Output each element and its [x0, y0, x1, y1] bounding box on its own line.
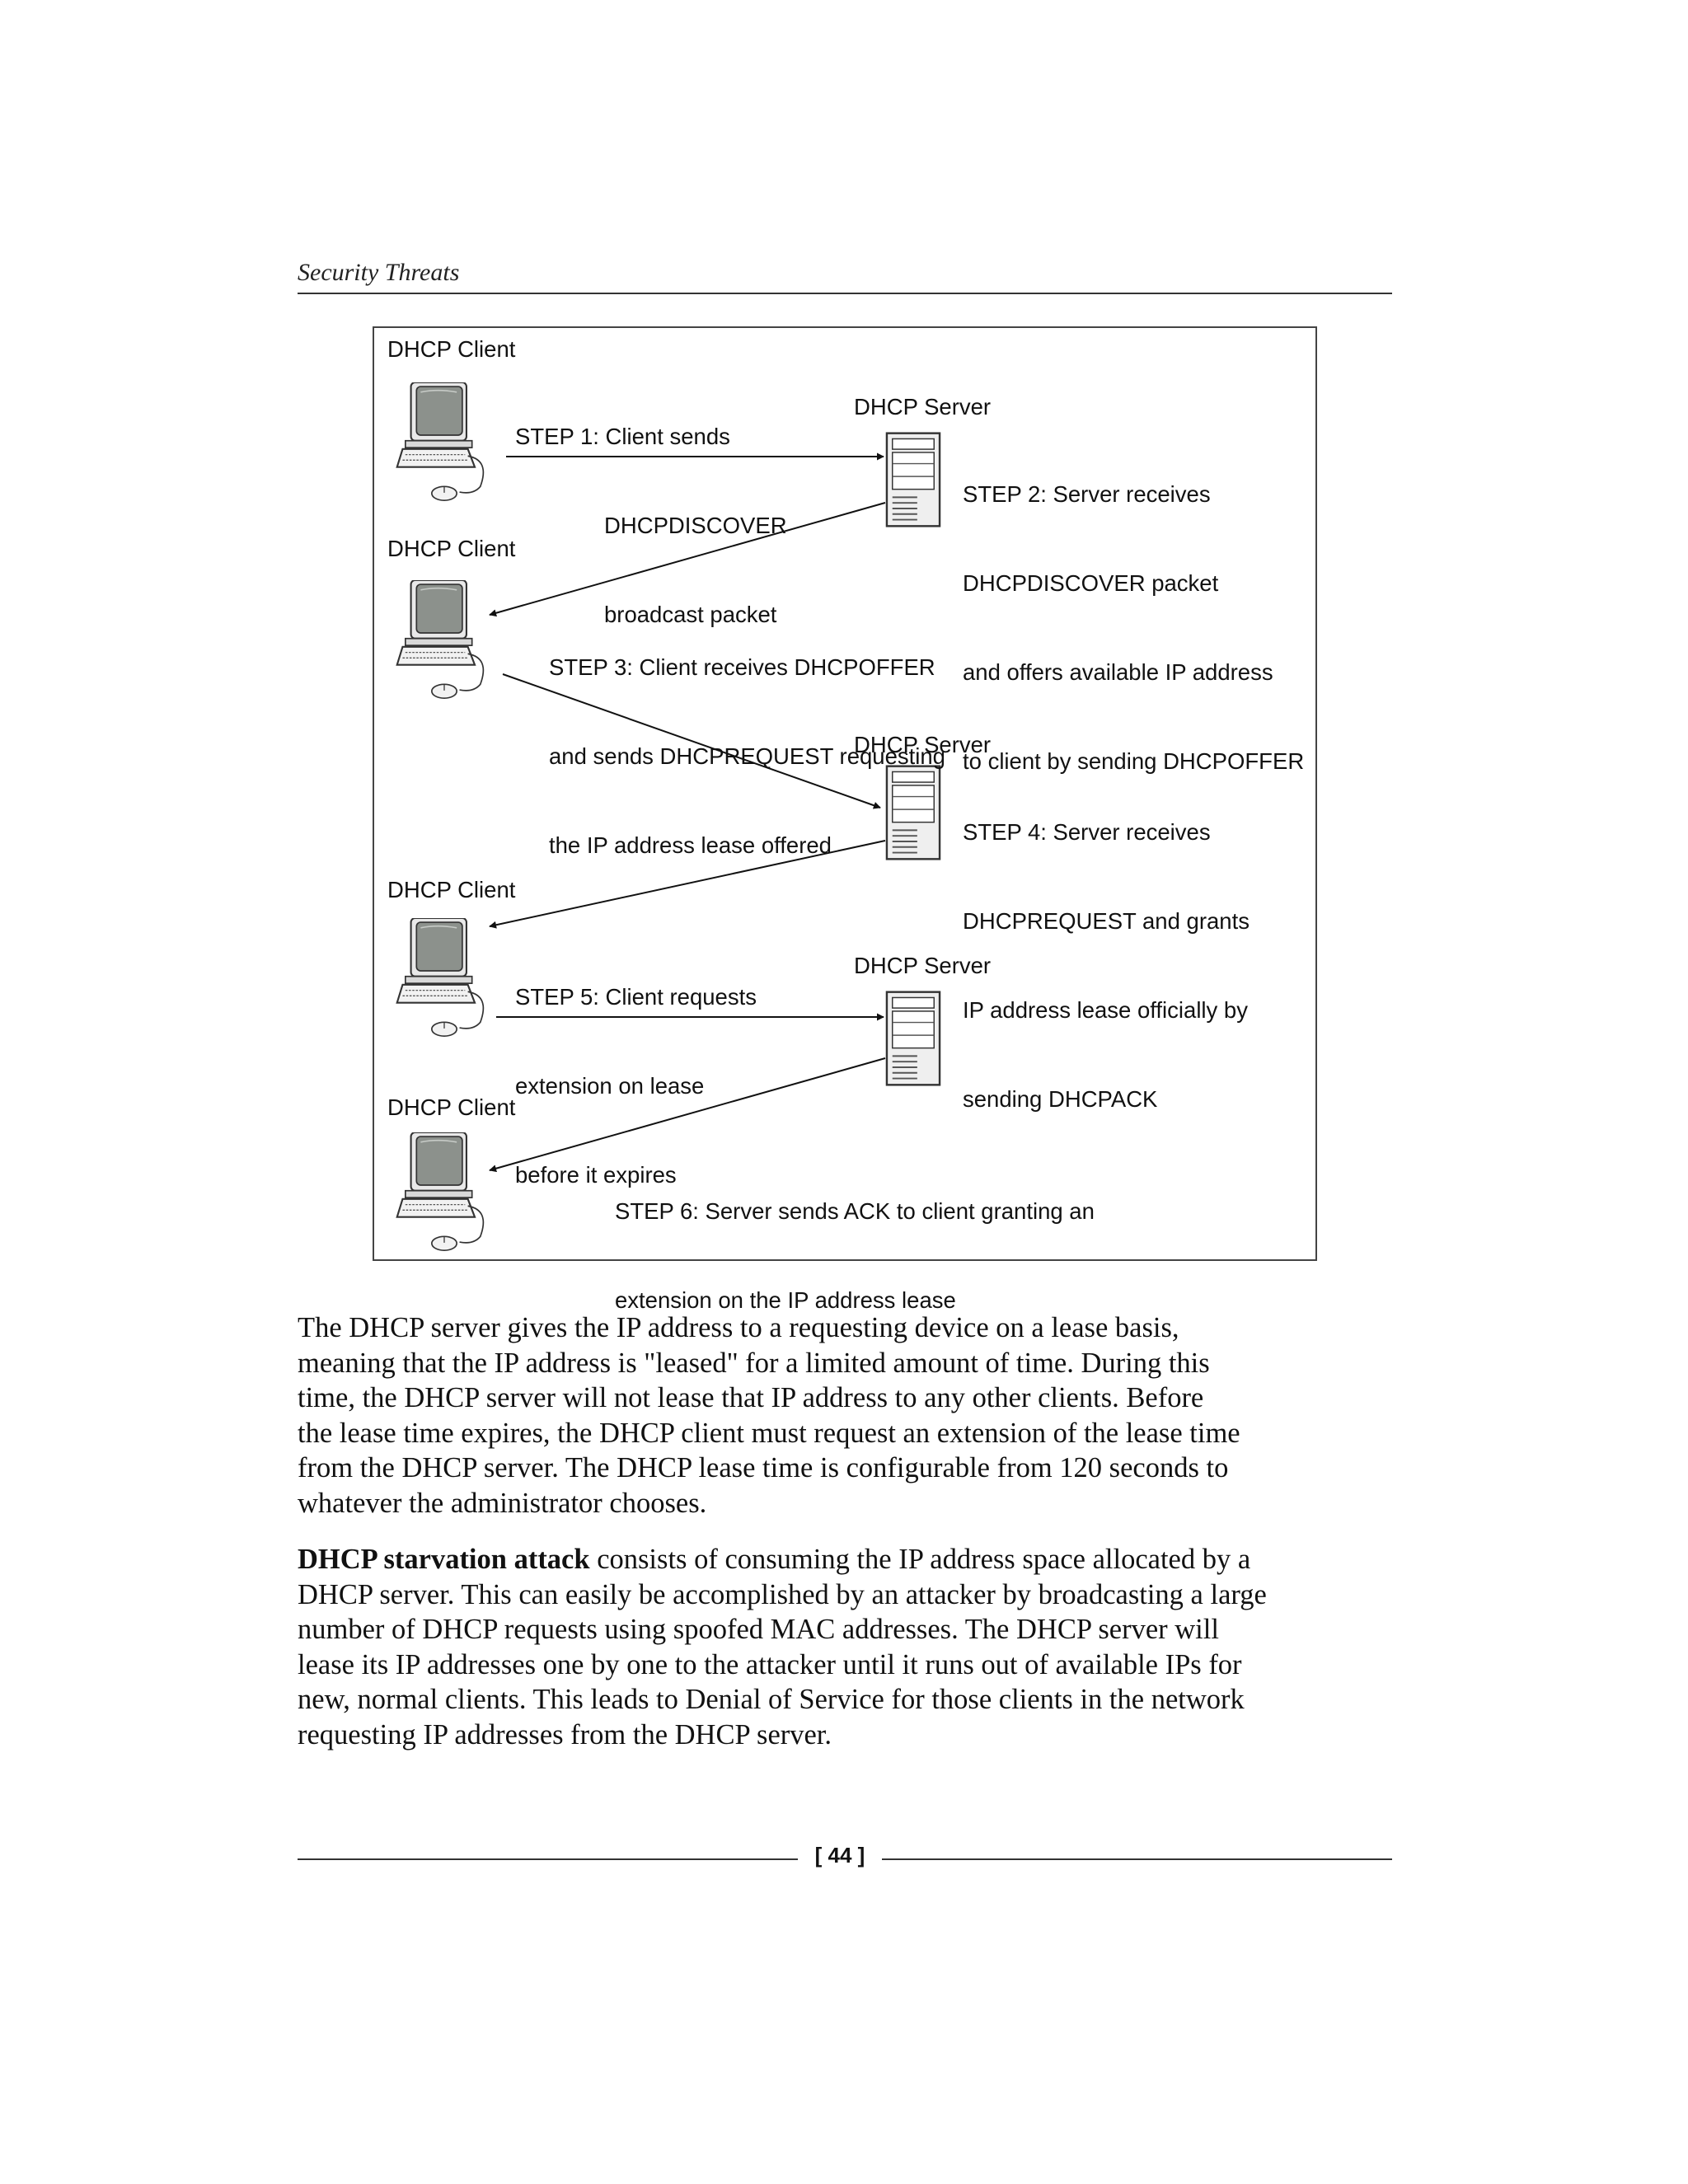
text-line: new, normal clients. This leads to Denia… — [298, 1684, 1245, 1716]
footer-rule — [882, 1858, 1392, 1860]
header-rule — [298, 293, 1392, 294]
server-icon — [885, 991, 941, 1086]
client-computer-icon — [396, 382, 485, 502]
text-line: lease its IP addresses one by one to the… — [298, 1648, 1242, 1680]
dhcp-lease-diagram: DHCP Client DHCP Client DHCP Client DHCP… — [373, 326, 1317, 1313]
client-label: DHCP Client — [387, 336, 516, 362]
server-label: DHCP Server — [854, 953, 992, 978]
client-label: DHCP Client — [387, 877, 516, 902]
text-line: whatever the administrator chooses. — [298, 1487, 707, 1519]
text-line: number of DHCP requests using spoofed MA… — [298, 1614, 1219, 1646]
text-line: meaning that the IP address is "leased" … — [298, 1347, 1210, 1379]
footer-rule — [298, 1858, 798, 1860]
client-computer-icon — [396, 918, 485, 1038]
step-4-text: STEP 4: Server receives DHCPREQUEST and … — [963, 819, 1250, 1112]
arrow-step-3 — [502, 673, 881, 809]
paragraph-starvation-attack: DHCP starvation attack consists of consu… — [298, 1542, 1402, 1753]
text-line: requesting IP addresses from the DHCP se… — [298, 1718, 832, 1750]
client-label: DHCP Client — [387, 536, 516, 561]
text-line: DHCP server. This can easily be accompli… — [298, 1578, 1267, 1610]
step-3-text: STEP 3: Client receives DHCPOFFER and se… — [549, 654, 945, 858]
step-6-text: STEP 6: Server sends ACK to client grant… — [615, 1198, 1095, 1313]
text-line: DHCP starvation attack consists of consu… — [298, 1542, 1402, 1577]
text-line: time, the DHCP server will not lease tha… — [298, 1382, 1204, 1414]
running-header: Security Threats — [298, 259, 460, 286]
client-computer-icon — [396, 1132, 485, 1252]
step-1-text: STEP 1: Client sends DHCPDISCOVER broadc… — [515, 424, 787, 627]
page-number: [ 44 ] — [814, 1843, 865, 1868]
term-dhcp-starvation-attack: DHCP starvation attack — [298, 1544, 590, 1575]
client-computer-icon — [396, 580, 485, 700]
text-line: The DHCP server gives the IP address to … — [298, 1312, 1179, 1343]
server-label: DHCP Server — [854, 394, 992, 419]
step-2-text: STEP 2: Server receives DHCPDISCOVER pac… — [963, 481, 1305, 774]
client-label: DHCP Client — [387, 1094, 516, 1120]
text-line: the lease time expires, the DHCP client … — [298, 1417, 1240, 1449]
server-label: DHCP Server — [854, 732, 992, 757]
paragraph-lease-basis: The DHCP server gives the IP address to … — [298, 1310, 1402, 1521]
arrow-step-2 — [489, 502, 886, 617]
text-line: from the DHCP server. The DHCP lease tim… — [298, 1452, 1229, 1484]
step-5-text: STEP 5: Client requests extension on lea… — [515, 984, 757, 1188]
text-fragment: consists of consuming the IP address spa… — [589, 1544, 1251, 1575]
arrow-step-6 — [489, 1057, 886, 1173]
diagram-canvas — [396, 382, 941, 1252]
server-icon — [885, 432, 941, 527]
arrow-step-4 — [489, 840, 886, 929]
